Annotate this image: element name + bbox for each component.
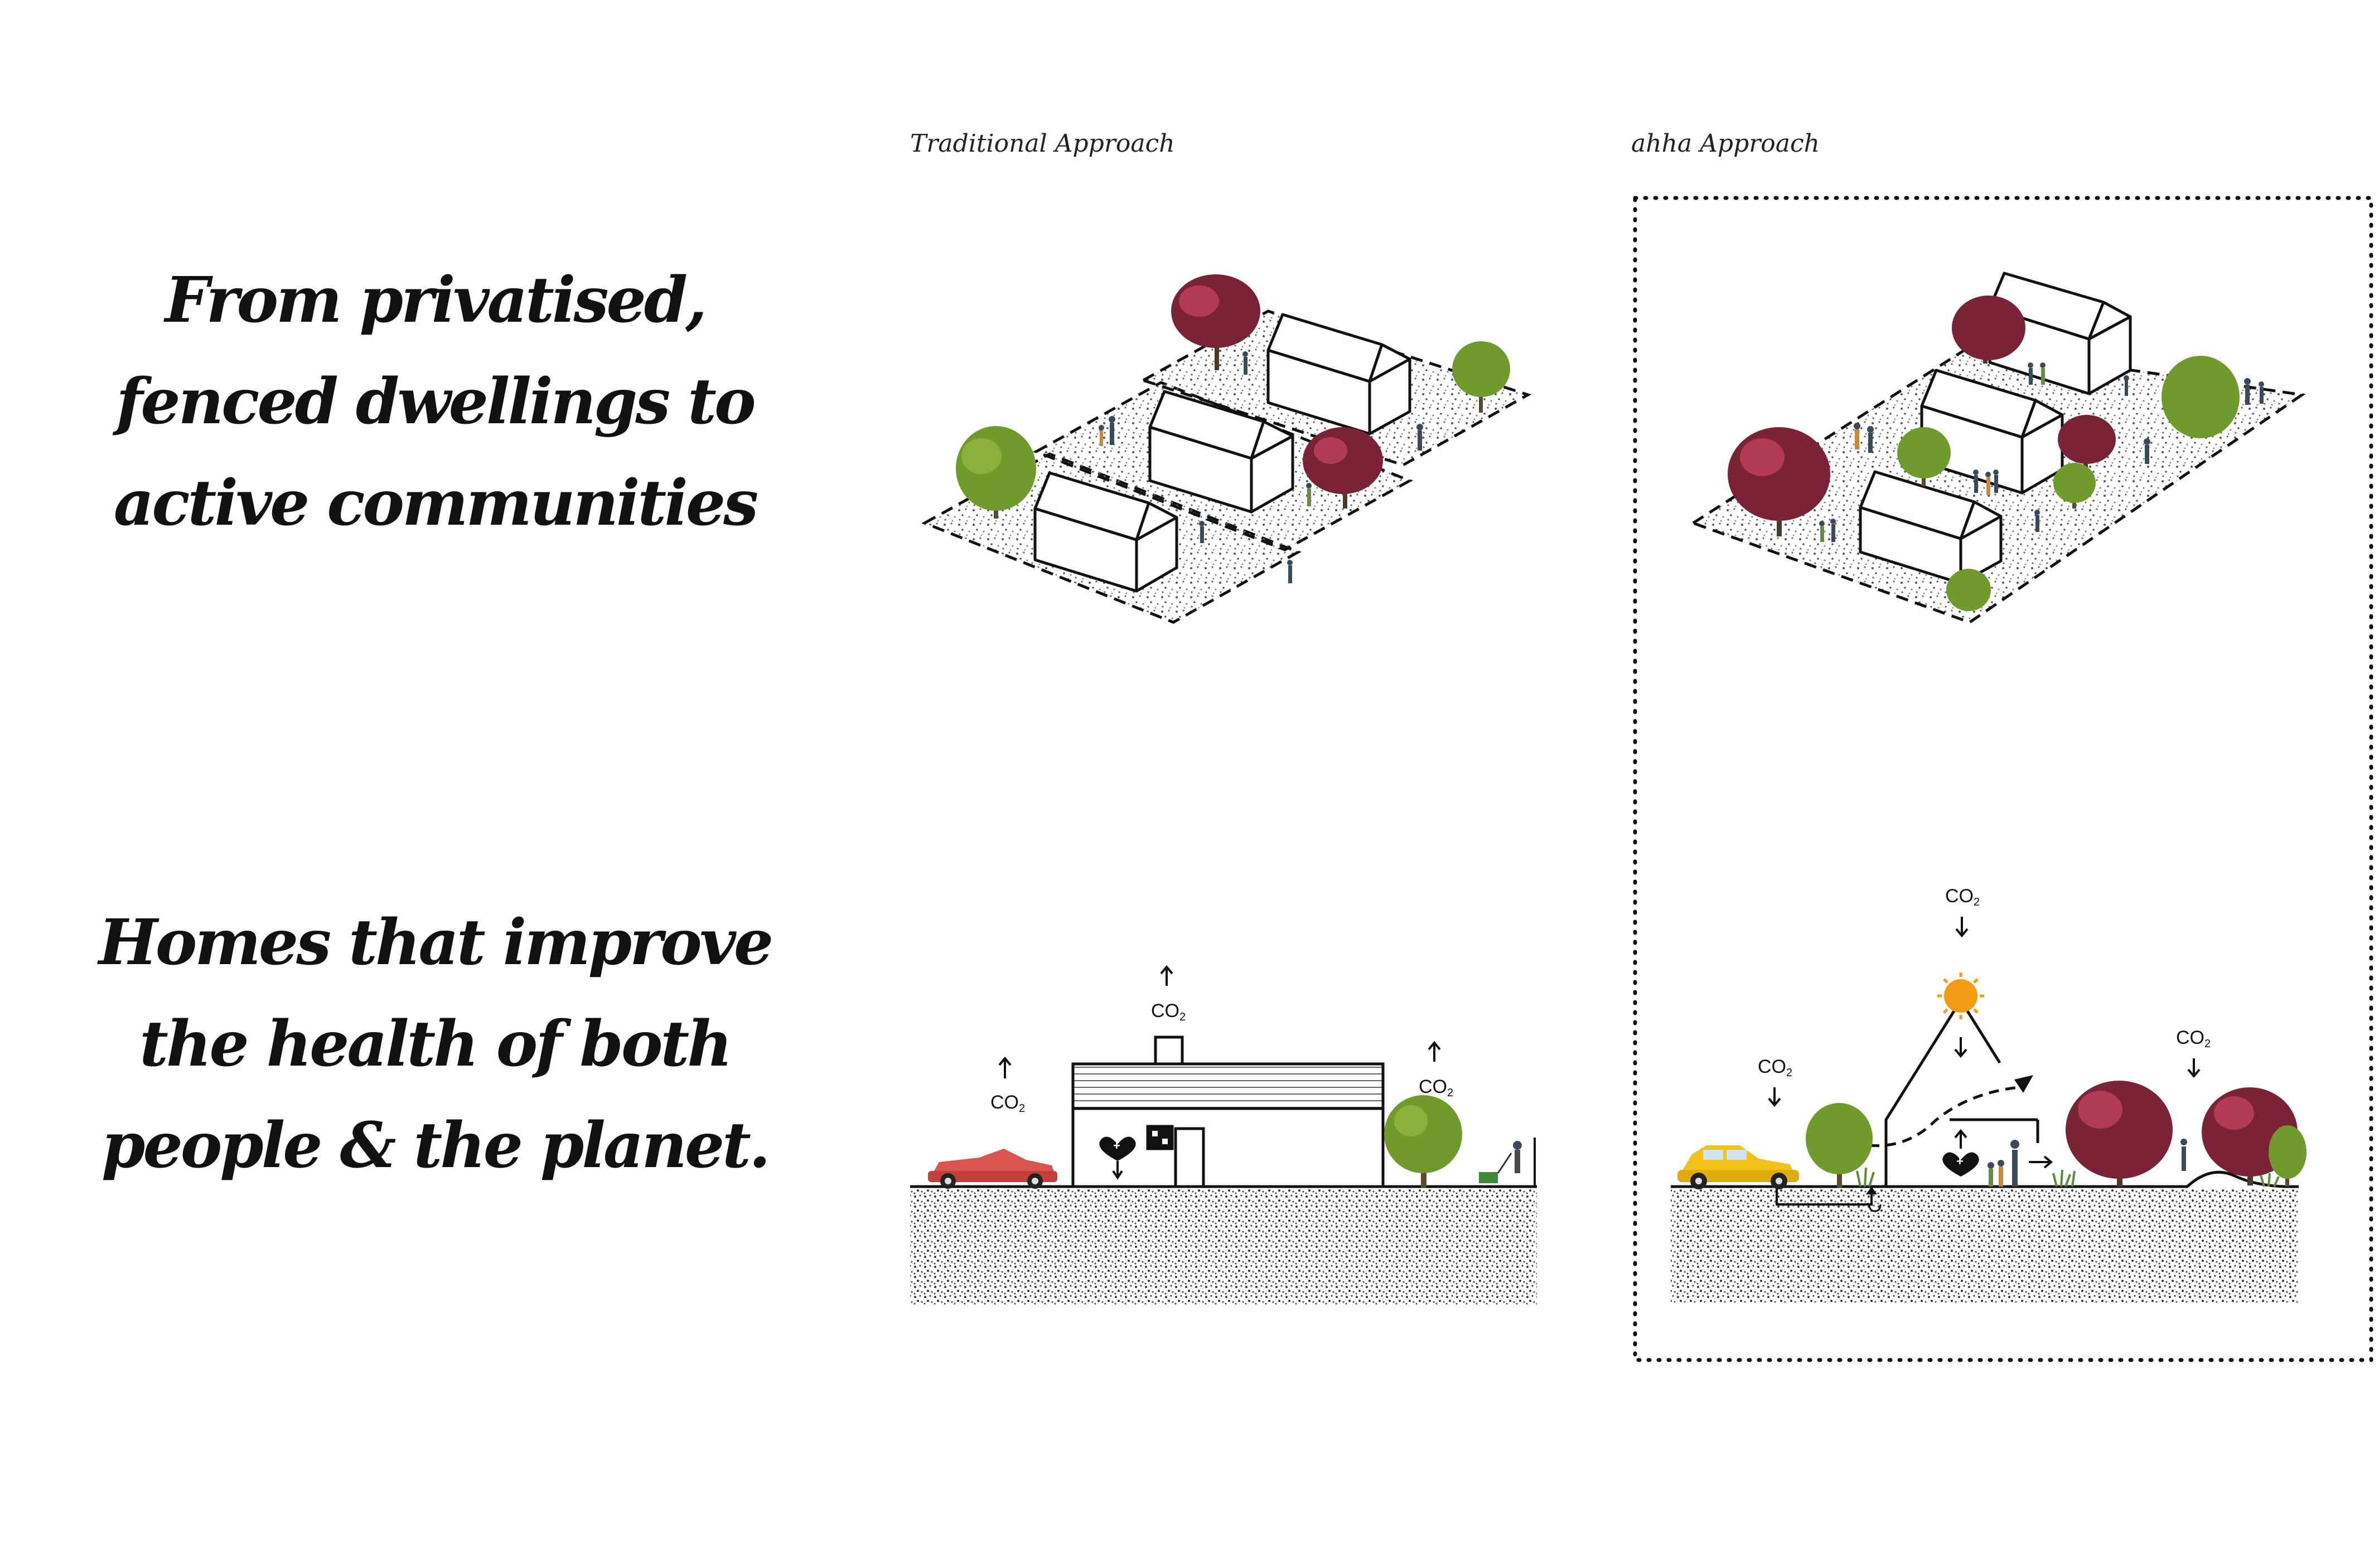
svg-text:CO2: CO2 xyxy=(2176,1027,2211,1050)
tree-green xyxy=(1897,427,1951,486)
svg-text:+: + xyxy=(1956,1154,1964,1168)
house xyxy=(1033,471,1178,593)
ahha-site-plan xyxy=(1690,272,2306,624)
tree-green xyxy=(1452,341,1510,413)
svg-text:CO2: CO2 xyxy=(1758,1056,1792,1079)
soil xyxy=(1671,1189,2299,1303)
tree-green xyxy=(1384,1095,1462,1188)
tree-red xyxy=(1952,296,2025,364)
grass xyxy=(1856,1167,2280,1187)
svg-text:CO2: CO2 xyxy=(1151,1000,1186,1023)
co2-emission-garden: CO2 xyxy=(1419,1041,1453,1099)
heart-icon: + xyxy=(1942,1129,1979,1177)
house xyxy=(1148,390,1294,514)
people xyxy=(1819,362,2264,542)
ahha-frame xyxy=(1633,196,2373,1362)
traditional-section: + CO2 CO2 xyxy=(910,965,1537,1305)
headline-health-people-planet: Homes that improve the health of both pe… xyxy=(98,906,773,1182)
tree-green xyxy=(2269,1125,2307,1187)
traditional-approach-label: Traditional Approach xyxy=(910,129,1175,158)
house xyxy=(1266,313,1411,435)
tree-green xyxy=(1806,1103,1873,1188)
people xyxy=(1099,351,1423,583)
drainage-line xyxy=(1776,1188,1873,1206)
tree-red xyxy=(2066,1081,2173,1187)
ground-line xyxy=(1671,1170,2299,1188)
tree-red xyxy=(1171,274,1260,370)
tree-red xyxy=(1303,427,1383,509)
airflow-arrow xyxy=(1869,1086,2019,1148)
tree-red xyxy=(1728,427,1830,536)
co2-absorption-car: CO2 xyxy=(1758,1056,1792,1107)
tree-red xyxy=(2058,415,2116,473)
soil xyxy=(910,1189,1537,1305)
lawn-mower xyxy=(1479,1141,1522,1183)
car-yellow xyxy=(1677,1145,1799,1189)
chimney xyxy=(1154,1035,1184,1066)
tree-green xyxy=(2162,356,2240,438)
svg-text:CO2: CO2 xyxy=(1419,1076,1453,1099)
ahha-approach-label: ahha Approach xyxy=(1631,129,1820,158)
car-red xyxy=(928,1149,1057,1189)
svg-text:CO2: CO2 xyxy=(1945,885,1980,908)
window xyxy=(1146,1125,1174,1150)
tree-green xyxy=(956,426,1036,519)
section-house xyxy=(1071,1035,1385,1188)
svg-text:CO2: CO2 xyxy=(990,1092,1025,1115)
co2-emission-house: CO2 xyxy=(1151,965,1186,1023)
tree-green xyxy=(1946,569,1991,611)
sun-icon xyxy=(1937,972,1984,1019)
traditional-site-plan xyxy=(921,274,1532,624)
section-house xyxy=(1884,999,2039,1187)
tree-green xyxy=(2053,463,2096,509)
headline-active-communities: From privatised, fenced dwellings to act… xyxy=(113,264,758,540)
person xyxy=(2180,1139,2187,1171)
co2-absorption-trees: CO2 xyxy=(2176,1027,2211,1078)
door xyxy=(1174,1127,1205,1188)
svg-text:+: + xyxy=(1113,1139,1120,1153)
heart-icon: + xyxy=(1099,1136,1136,1180)
co2-absorption-roof: CO2 xyxy=(1945,885,1980,938)
ahha-section: + xyxy=(1671,885,2307,1303)
family xyxy=(1988,1140,2019,1187)
house xyxy=(1859,470,2003,585)
co2-emission-car: CO2 xyxy=(990,1056,1025,1115)
